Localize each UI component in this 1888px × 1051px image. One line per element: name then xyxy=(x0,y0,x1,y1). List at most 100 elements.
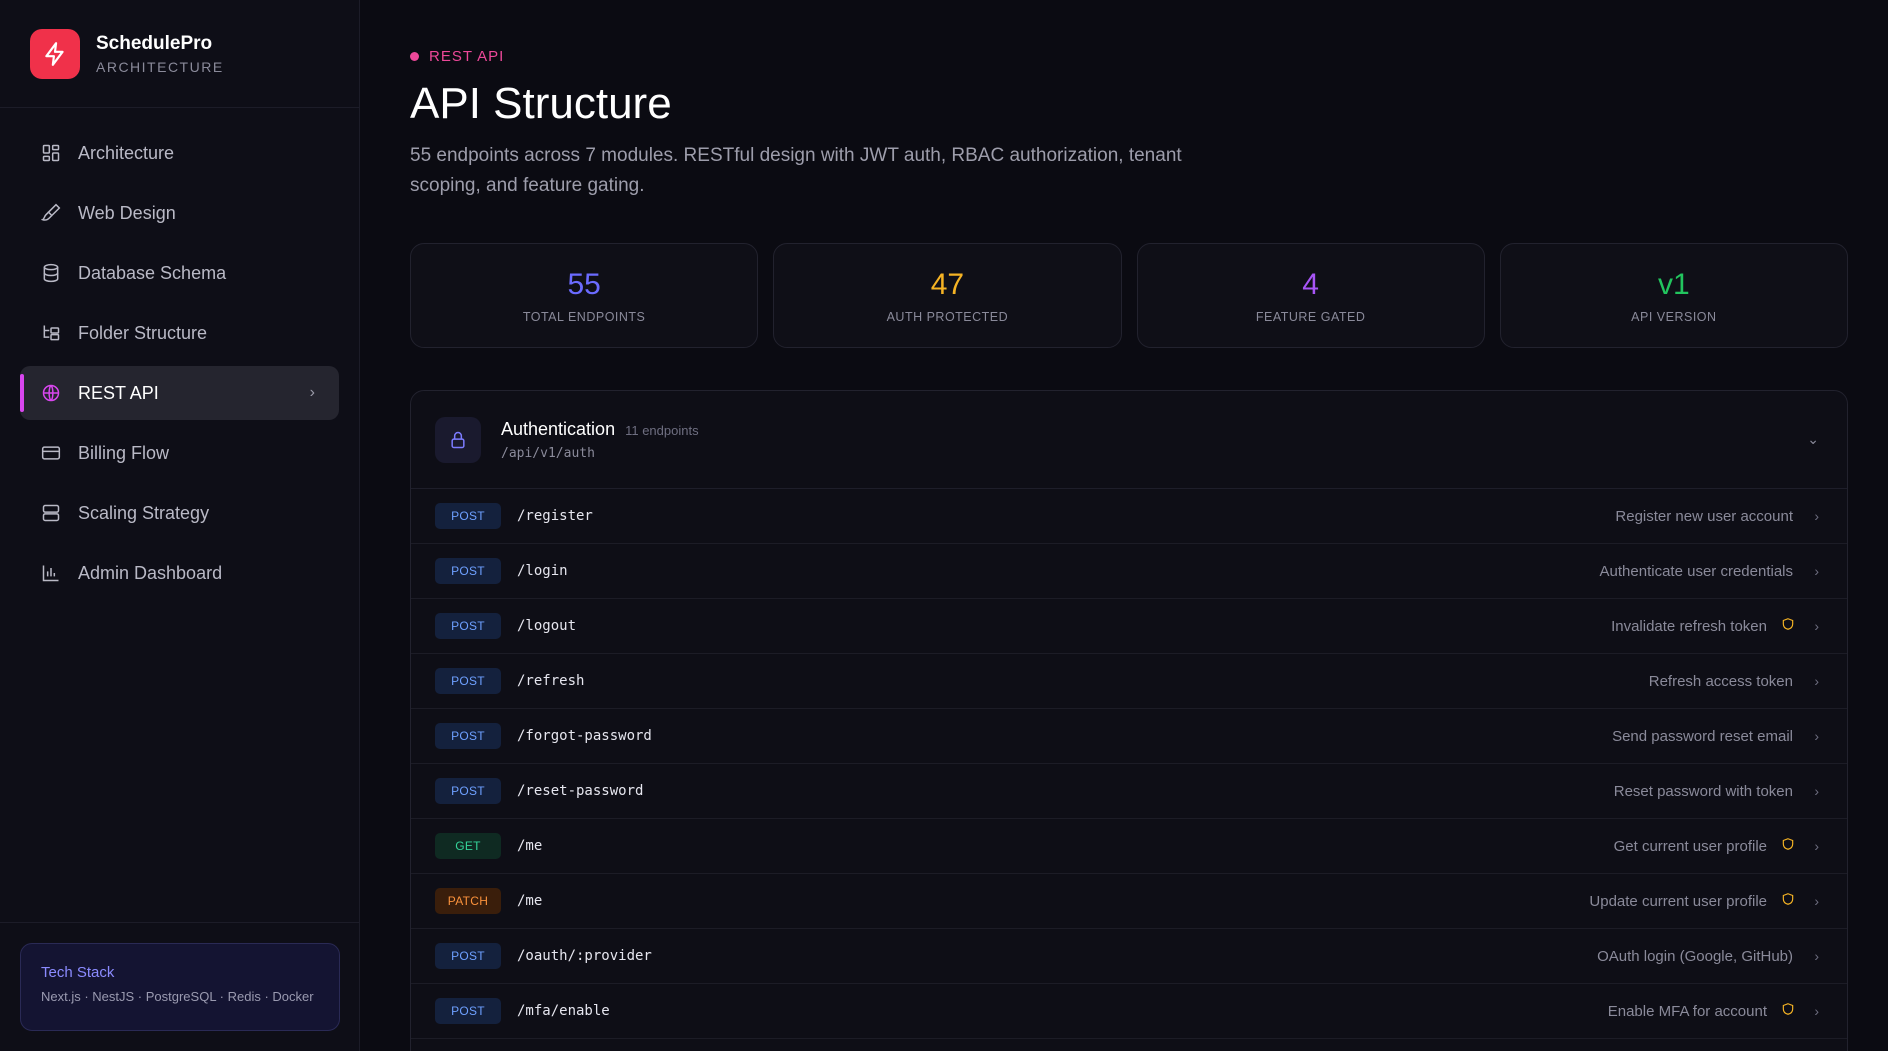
database-icon xyxy=(40,262,62,284)
endpoint-row[interactable]: POST /forgot-password Send password rese… xyxy=(411,709,1847,764)
stat-value: 4 xyxy=(1302,267,1319,301)
stat-card-total-endpoints: 55 TOTAL ENDPOINTS xyxy=(410,243,759,348)
sidebar-item-label: Web Design xyxy=(78,202,176,223)
method-badge: POST xyxy=(435,503,501,529)
tech-stack-title: Tech Stack xyxy=(41,964,115,981)
endpoint-row[interactable]: POST /oauth/:provider OAuth login (Googl… xyxy=(411,929,1847,984)
status-dot xyxy=(410,52,419,61)
sidebar-item-folder-structure[interactable]: Folder Structure xyxy=(20,306,339,360)
module-header[interactable]: Authentication 11 endpoints /api/v1/auth… xyxy=(411,391,1847,489)
main-content: REST API API Structure 55 endpoints acro… xyxy=(360,0,1888,1051)
method-badge: POST xyxy=(435,668,501,694)
sidebar-item-architecture[interactable]: Architecture xyxy=(20,126,339,180)
paintbrush-icon xyxy=(40,202,62,224)
chevron-right-icon: › xyxy=(1814,893,1819,909)
endpoint-description: Invalidate refresh token xyxy=(1611,617,1767,635)
endpoint-row[interactable]: PATCH /me Update current user profile › xyxy=(411,874,1847,929)
shield-icon xyxy=(1781,892,1795,911)
endpoint-path: /refresh xyxy=(517,673,585,689)
method-badge: PATCH xyxy=(435,888,501,914)
chevron-right-icon: › xyxy=(1814,563,1819,579)
method-badge: POST xyxy=(435,558,501,584)
sidebar-item-label: Database Schema xyxy=(78,262,227,283)
module-base-path: /api/v1/auth xyxy=(501,445,595,461)
chevron-right-icon: › xyxy=(1814,673,1819,689)
endpoint-path: /mfa/enable xyxy=(517,1003,610,1019)
sidebar-item-label: REST API xyxy=(78,382,159,403)
stat-value: 47 xyxy=(930,267,965,301)
lock-icon xyxy=(435,416,481,463)
module-endpoint-count: 11 endpoints xyxy=(625,422,699,438)
sidebar-item-billing-flow[interactable]: Billing Flow xyxy=(20,426,339,480)
page-title: API Structure xyxy=(410,79,672,128)
layout-grid-icon xyxy=(40,142,62,164)
endpoint-path: /reset-password xyxy=(517,783,644,799)
endpoint-row[interactable]: POST /refresh Refresh access token › xyxy=(411,654,1847,709)
stat-label: AUTH PROTECTED xyxy=(886,309,1009,324)
sidebar-item-label: Scaling Strategy xyxy=(78,502,210,523)
page-description: 55 endpoints across 7 modules. RESTful d… xyxy=(410,145,1182,196)
sidebar-item-database-schema[interactable]: Database Schema xyxy=(20,246,339,300)
endpoint-description: Authenticate user credentials xyxy=(1599,562,1793,580)
chevron-right-icon: › xyxy=(1814,728,1819,744)
stat-card-api-version: v1 API VERSION xyxy=(1499,243,1848,348)
chevron-down-icon[interactable]: ⌄ xyxy=(1807,431,1819,447)
stat-card-auth-protected: 47 AUTH PROTECTED xyxy=(773,243,1122,348)
endpoint-path: /login xyxy=(517,563,568,579)
chevron-right-icon: › xyxy=(1814,618,1819,634)
endpoint-row[interactable]: POST /register Register new user account… xyxy=(411,489,1847,544)
stat-value: v1 xyxy=(1658,267,1690,301)
chevron-right-icon: › xyxy=(1814,948,1819,964)
sidebar-item-web-design[interactable]: Web Design xyxy=(20,186,339,240)
brand[interactable]: SchedulePro ARCHITECTURE xyxy=(0,0,359,108)
method-badge: GET xyxy=(435,833,501,859)
method-badge: POST xyxy=(435,778,501,804)
brand-subtitle: ARCHITECTURE xyxy=(96,58,224,75)
endpoint-description: Register new user account xyxy=(1615,507,1793,525)
sidebar-item-admin-dashboard[interactable]: Admin Dashboard xyxy=(20,546,339,600)
endpoint-row[interactable]: POST xyxy=(411,1039,1847,1051)
divider xyxy=(0,922,359,923)
section-eyebrow: REST API xyxy=(410,48,1848,65)
chevron-right-icon: › xyxy=(1814,783,1819,799)
endpoint-path: /oauth/:provider xyxy=(517,948,652,964)
chevron-right-icon: › xyxy=(1814,838,1819,854)
server-icon xyxy=(40,502,62,524)
endpoint-path: /me xyxy=(517,893,543,909)
stat-label: API VERSION xyxy=(1631,309,1717,324)
method-badge: POST xyxy=(435,613,501,639)
sidebar-item-scaling-strategy[interactable]: Scaling Strategy xyxy=(20,486,339,540)
endpoint-path: /me xyxy=(517,838,543,854)
shield-icon xyxy=(1781,617,1795,636)
brand-name: SchedulePro xyxy=(96,32,213,54)
sidebar-item-label: Folder Structure xyxy=(78,322,208,343)
sidebar: SchedulePro ARCHITECTURE Architecture We… xyxy=(0,0,360,1051)
endpoint-row[interactable]: POST /logout Invalidate refresh token › xyxy=(411,599,1847,654)
lightning-icon xyxy=(30,28,80,79)
endpoint-path: /logout xyxy=(517,618,577,634)
endpoint-row[interactable]: POST /reset-password Reset password with… xyxy=(411,764,1847,819)
shield-icon xyxy=(1781,1002,1795,1021)
stat-label: FEATURE GATED xyxy=(1255,309,1366,324)
eyebrow-label: REST API xyxy=(429,48,505,65)
sidebar-item-rest-api[interactable]: REST API › xyxy=(20,366,339,420)
endpoint-description: Update current user profile xyxy=(1589,892,1767,910)
module-authentication: Authentication 11 endpoints /api/v1/auth… xyxy=(410,390,1848,1051)
endpoint-row[interactable]: POST /login Authenticate user credential… xyxy=(411,544,1847,599)
method-badge: POST xyxy=(435,943,501,969)
sidebar-nav: Architecture Web Design Database Schema … xyxy=(0,108,359,600)
endpoint-row[interactable]: POST /mfa/enable Enable MFA for account … xyxy=(411,984,1847,1039)
endpoint-description: Reset password with token xyxy=(1613,782,1793,800)
endpoint-row[interactable]: GET /me Get current user profile › xyxy=(411,819,1847,874)
folder-tree-icon xyxy=(40,322,62,344)
method-badge: POST xyxy=(435,998,501,1024)
stat-card-feature-gated: 4 FEATURE GATED xyxy=(1136,243,1485,348)
stats-row: 55 TOTAL ENDPOINTS 47 AUTH PROTECTED 4 F… xyxy=(410,243,1848,348)
endpoint-path: /register xyxy=(517,508,593,524)
bar-chart-icon xyxy=(40,562,62,584)
method-badge: POST xyxy=(435,723,501,749)
endpoint-description: OAuth login (Google, GitHub) xyxy=(1597,947,1793,965)
endpoint-description: Send password reset email xyxy=(1612,727,1793,745)
sidebar-item-label: Billing Flow xyxy=(78,442,170,463)
tech-stack-list: Next.js · NestJS · PostgreSQL · Redis · … xyxy=(41,989,314,1004)
